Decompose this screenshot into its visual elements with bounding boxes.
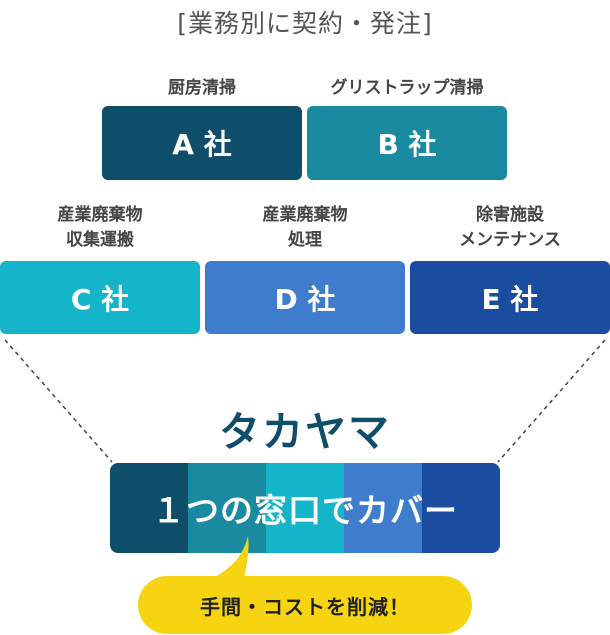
category-line-1: 産業廃棄物	[262, 205, 348, 225]
callout-tail	[210, 536, 249, 580]
vendor-box-b: B 社	[307, 106, 507, 180]
bar-segment-b	[188, 463, 266, 553]
callout-text: 手間・コストを削減！	[200, 594, 410, 619]
vendor-label-e: E 社	[481, 282, 539, 316]
category-line-1: 産業廃棄物	[57, 205, 143, 225]
brand-name: タカヤマ	[219, 408, 391, 456]
category-label-waste-processing: 産業廃棄物 処理	[205, 203, 405, 253]
category-label-kitchen: 厨房清掃	[168, 78, 236, 98]
category-line-1: 除害施設	[476, 205, 544, 225]
bar-segment-a	[110, 463, 188, 553]
vendor-label-d: D 社	[274, 282, 336, 316]
vendor-label-c: C 社	[70, 282, 130, 316]
vendor-box-c: C 社	[0, 261, 200, 334]
single-window-bar	[110, 463, 500, 553]
bar-caption: １つの窓口でカバー	[152, 491, 458, 530]
category-line-2: メンテナンス	[459, 230, 561, 250]
category-label-waste-collection: 産業廃棄物 収集運搬	[0, 203, 200, 253]
vendor-box-a: A 社	[102, 106, 302, 180]
vendor-label-b: B 社	[377, 128, 437, 161]
bar-segment-c	[266, 463, 344, 553]
category-label-facility-maintenance: 除害施設 メンテナンス	[410, 203, 610, 253]
category-line-2: 処理	[288, 230, 322, 250]
vendor-label-a: A 社	[172, 128, 232, 161]
bar-segment-e	[422, 463, 500, 553]
vendor-box-d: D 社	[205, 261, 405, 334]
category-line-2: 収集運搬	[66, 230, 134, 250]
category-label-grease-trap: グリストラップ清掃	[330, 78, 484, 98]
bar-segment-d	[344, 463, 422, 553]
funnel-line-right	[497, 339, 606, 463]
section-heading: [業務別に契約・発注]	[177, 9, 433, 38]
vendor-box-e: E 社	[410, 261, 610, 334]
callout-bubble: 手間・コストを削減！	[138, 576, 472, 634]
funnel-line-left	[4, 339, 113, 463]
